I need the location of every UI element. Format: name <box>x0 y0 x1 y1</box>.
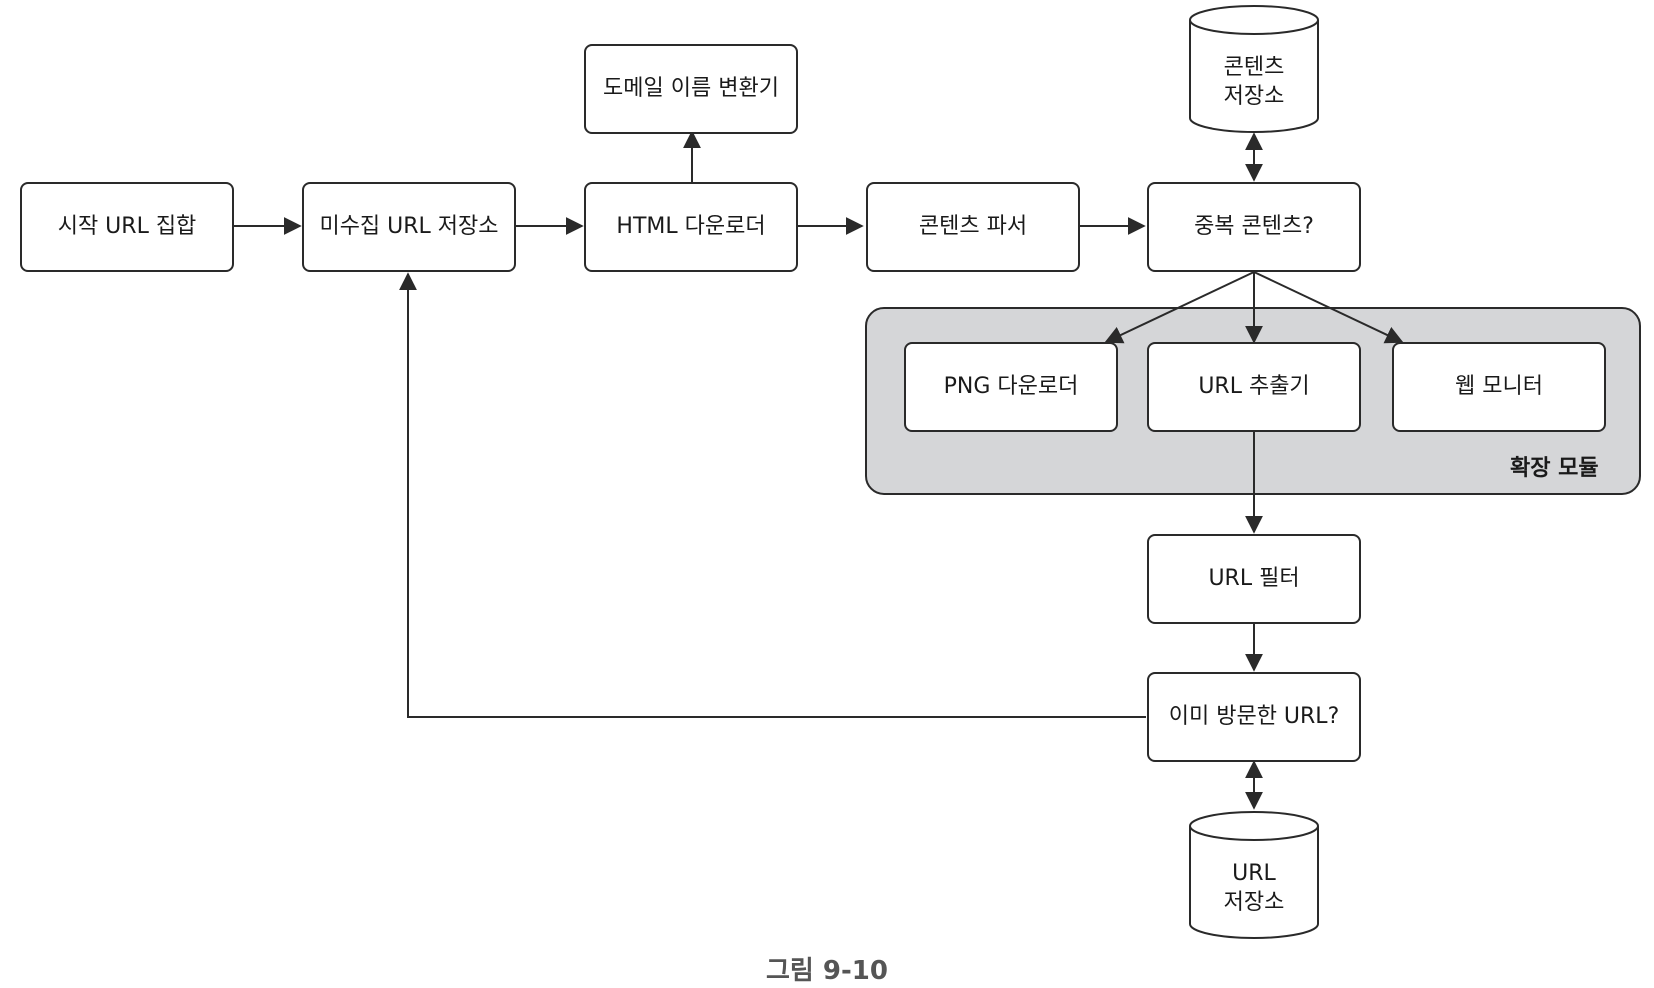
png-downloader-label: PNG 다운로더 <box>943 374 1079 400</box>
url-storage-cylinder <box>1189 811 1319 939</box>
content-parser-label: 콘텐츠 파서 <box>918 214 1028 240</box>
url-extractor-label: URL 추출기 <box>1198 374 1310 400</box>
url-filter-label: URL 필터 <box>1208 566 1300 592</box>
figure-caption: 그림 9-10 <box>766 956 888 986</box>
arrow-dedup-to-png <box>1104 271 1255 344</box>
dns-resolver-label: 도메일 이름 변환기 <box>603 76 779 102</box>
url-seen-label: 이미 방문한 URL? <box>1168 704 1340 730</box>
web-monitor-label: 웹 모니터 <box>1455 374 1543 400</box>
url-seen-box: 이미 방문한 URL? <box>1147 672 1361 762</box>
url-frontier-label: 미수집 URL 저장소 <box>319 214 499 240</box>
arrow-urlseen-to-frontier <box>399 272 1146 718</box>
content-seen-label: 중복 콘텐츠? <box>1194 214 1314 240</box>
html-downloader-box: HTML 다운로더 <box>584 182 798 272</box>
content-seen-box: 중복 콘텐츠? <box>1147 182 1361 272</box>
url-storage-label: URL 저장소 <box>1223 861 1285 915</box>
start-urls-box: 시작 URL 집합 <box>20 182 234 272</box>
content-storage-cylinder <box>1189 5 1319 133</box>
url-filter-box: URL 필터 <box>1147 534 1361 624</box>
content-parser-box: 콘텐츠 파서 <box>866 182 1080 272</box>
png-downloader-box: PNG 다운로더 <box>904 342 1118 432</box>
url-extractor-box: URL 추출기 <box>1147 342 1361 432</box>
dns-resolver-box: 도메일 이름 변환기 <box>584 44 798 134</box>
html-downloader-label: HTML 다운로더 <box>616 214 766 240</box>
web-monitor-box: 웹 모니터 <box>1392 342 1606 432</box>
content-storage-label: 콘텐츠 저장소 <box>1223 55 1285 109</box>
start-urls-label: 시작 URL 집합 <box>57 214 197 240</box>
arrow-dedup-to-monitor <box>1253 271 1404 344</box>
extension-modules-label: 확장 모듈 <box>1510 456 1599 481</box>
url-frontier-box: 미수집 URL 저장소 <box>302 182 516 272</box>
